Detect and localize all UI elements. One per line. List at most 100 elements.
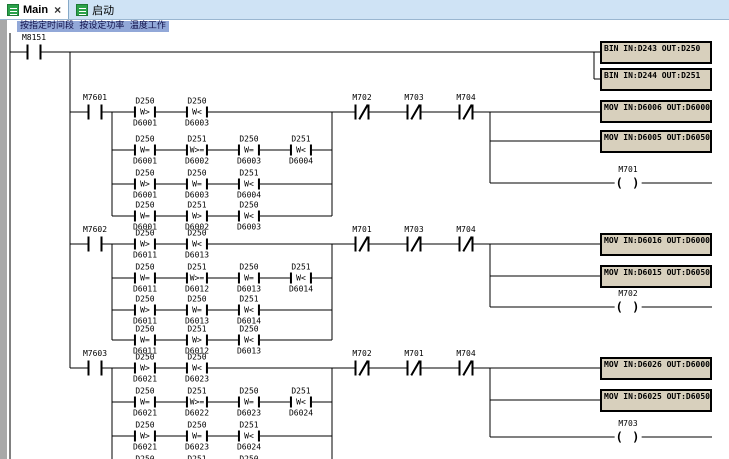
no-contact-m7603[interactable]: [87, 360, 103, 376]
compare-top-operand: D250: [187, 228, 207, 238]
compare-top-operand: D250: [187, 420, 207, 430]
compare-bottom-operand: D6022: [184, 408, 210, 418]
contact-label: M702: [352, 349, 372, 358]
compare-bottom-operand: D6002: [184, 222, 210, 232]
nc-contact-m701[interactable]: [406, 360, 422, 376]
compare-operator: W=: [238, 272, 260, 284]
function-block[interactable]: MOV IN:D6016 OUT:D6000: [600, 233, 712, 256]
no-contact-m7601[interactable]: [87, 104, 103, 120]
compare-top-operand: D250: [135, 454, 155, 459]
compare-bottom-operand: D6001: [132, 222, 158, 232]
compare-top-operand: D250: [187, 352, 207, 362]
nc-contact-m702[interactable]: [354, 104, 370, 120]
function-block[interactable]: MOV IN:D6006 OUT:D6000: [600, 100, 712, 123]
compare-top-operand: D251: [187, 262, 207, 272]
compare-bottom-operand: D6001: [132, 190, 158, 200]
compare-operator: W>: [186, 334, 208, 346]
compare-top-operand: D250: [187, 294, 207, 304]
tab-close-icon[interactable]: ×: [54, 2, 62, 17]
nc-contact-m703[interactable]: [406, 236, 422, 252]
tab-main[interactable]: Main ×: [0, 0, 70, 19]
compare-bottom-operand: D6021: [132, 374, 158, 384]
compare-operator: W=: [134, 396, 156, 408]
tab-qidong[interactable]: 启动: [69, 0, 121, 19]
output-coil-m702[interactable]: ( ): [614, 300, 642, 314]
compare-bottom-operand: D6004: [236, 190, 262, 200]
nc-contact-m701[interactable]: [354, 236, 370, 252]
nc-contact-m704[interactable]: [458, 236, 474, 252]
rung-statement[interactable]: 按指定时间段 按设定功率 温度工作: [17, 21, 169, 32]
contact-label: M704: [456, 225, 476, 234]
compare-bottom-operand: D6023: [184, 374, 210, 384]
no-contact-m8151[interactable]: [26, 44, 42, 60]
function-block[interactable]: BIN IN:D244 OUT:D251: [600, 68, 712, 91]
compare-top-operand: D250: [239, 134, 259, 144]
function-block[interactable]: MOV IN:D6026 OUT:D6000: [600, 357, 712, 380]
compare-operator: W=: [186, 430, 208, 442]
function-block[interactable]: BIN IN:D243 OUT:D250: [600, 41, 712, 64]
function-block[interactable]: MOV IN:D6015 OUT:D6050: [600, 265, 712, 288]
compare-bottom-operand: D6014: [288, 284, 314, 294]
compare-bottom-operand: D6013: [236, 284, 262, 294]
compare-top-operand: D251: [291, 134, 311, 144]
compare-bottom-operand: D6024: [288, 408, 314, 418]
nc-contact-m702[interactable]: [354, 360, 370, 376]
compare-operator: W>=: [186, 272, 208, 284]
compare-operator: W<: [238, 334, 260, 346]
compare-top-operand: D250: [135, 294, 155, 304]
function-block[interactable]: MOV IN:D6005 OUT:D6050: [600, 130, 712, 153]
compare-bottom-operand: D6021: [132, 408, 158, 418]
output-coil-m703[interactable]: ( ): [614, 430, 642, 444]
compare-bottom-operand: D6003: [184, 190, 210, 200]
nc-contact-m704[interactable]: [458, 360, 474, 376]
function-block[interactable]: MOV IN:D6025 OUT:D6050: [600, 389, 712, 412]
compare-top-operand: D251: [187, 454, 207, 459]
compare-bottom-operand: D6011: [132, 316, 158, 326]
contact-label: M7603: [82, 349, 108, 358]
ladder-program-icon: [7, 3, 19, 16]
coil-label: M702: [618, 289, 638, 298]
output-coil-m701[interactable]: ( ): [614, 176, 642, 190]
nc-contact-m703[interactable]: [406, 104, 422, 120]
nc-contact-m704[interactable]: [458, 104, 474, 120]
no-contact-m7602[interactable]: [87, 236, 103, 252]
